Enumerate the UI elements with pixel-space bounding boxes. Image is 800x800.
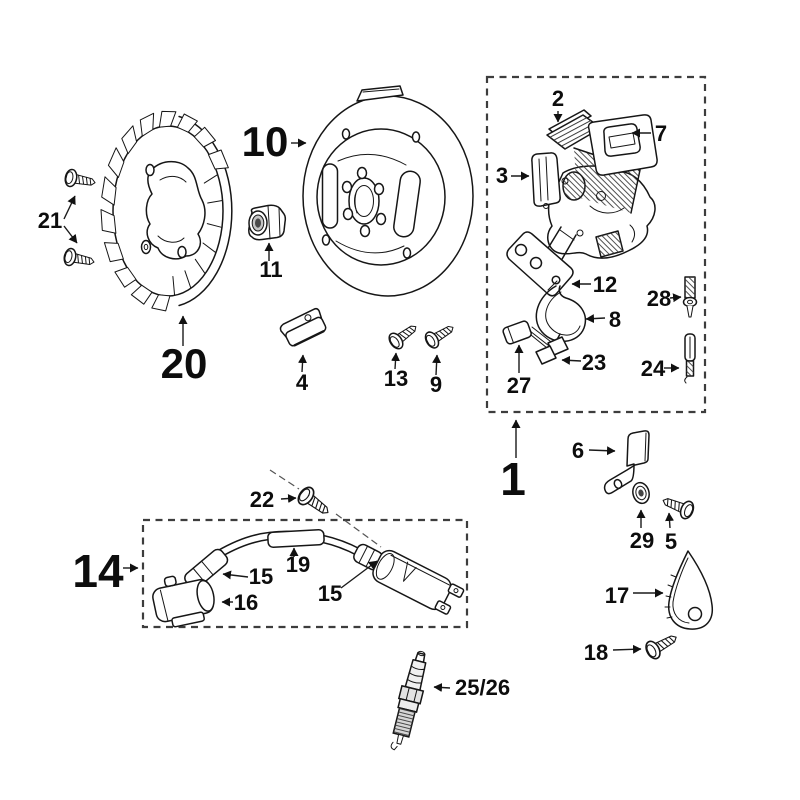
leader-4 — [298, 354, 308, 373]
fan-screw-upper — [63, 167, 98, 192]
leader-22 — [280, 494, 297, 504]
leader-28 — [669, 293, 682, 303]
screw-18-drawing — [642, 628, 682, 662]
part-label-screw-5: 5 — [665, 529, 677, 554]
fan-screws-drawing — [61, 167, 98, 272]
cable-boot-left-drawing — [184, 548, 229, 590]
ignition-coil-drawing — [353, 543, 465, 615]
bracket-drawing — [603, 430, 650, 495]
leader-9 — [432, 354, 442, 376]
cable-assembly-drawing — [152, 469, 465, 628]
part-label-coil-core: 2 — [552, 86, 564, 111]
leader-15-left — [222, 570, 249, 580]
pin-drawing — [684, 333, 696, 384]
part-label-mount-plate: 17 — [605, 583, 629, 608]
screw-22-drawing — [294, 483, 335, 522]
plug-cap-drawing — [152, 575, 215, 628]
key-drawing — [279, 307, 327, 347]
cable-sleeve-drawing — [267, 529, 325, 548]
part-label-flywheel: 10 — [242, 118, 289, 165]
ignition-assembly-box — [485, 75, 707, 414]
leader-25-26 — [433, 683, 451, 692]
part-label-cable-boot-left: 15 — [249, 564, 273, 589]
part-label-fan-flywheel: 20 — [161, 340, 208, 387]
flywheel-drawing — [302, 85, 474, 297]
fan-screw-lower — [61, 246, 97, 272]
part-label-pin: 24 — [641, 356, 666, 381]
part-label-washer: 29 — [630, 528, 654, 553]
part-label-screw-18: 18 — [584, 640, 608, 665]
part-labels: 10 20 14 1 21 11 4 13 9 2 3 7 12 28 8 23… — [38, 86, 677, 700]
connector-drawing — [535, 336, 569, 365]
spark-plug-drawing — [390, 650, 427, 751]
leader-15-right — [340, 560, 378, 589]
leader-13 — [391, 352, 400, 370]
part-label-key: 4 — [296, 370, 309, 395]
fan-flywheel-drawing — [100, 110, 233, 312]
coil-core-drawing — [546, 109, 602, 150]
part-label-plug-cap: 16 — [234, 590, 258, 615]
part-label-cable-assembly: 14 — [72, 545, 124, 597]
support-plate-drawing — [506, 231, 574, 297]
stator-plate-drawing — [531, 152, 561, 209]
fan-blades — [100, 110, 229, 312]
stator-assembly-drawing — [502, 109, 658, 365]
leader-21a — [63, 195, 76, 220]
leader-21b — [63, 225, 78, 244]
leader-6 — [588, 446, 616, 456]
part-label-screw-9: 9 — [430, 372, 442, 397]
leader-8 — [585, 314, 606, 324]
part-label-bracket: 6 — [572, 438, 584, 463]
cdi-module-drawing — [587, 114, 658, 176]
nut-drawing — [248, 204, 287, 241]
part-label-screw-22: 22 — [250, 487, 274, 512]
terminal-drawing — [502, 320, 532, 345]
leader-5 — [665, 512, 675, 529]
screw-5-drawing — [658, 491, 697, 522]
fan-rim-spokes — [172, 174, 223, 296]
washer-drawing — [632, 481, 650, 505]
part-label-nut: 11 — [259, 257, 282, 282]
part-label-wire-harness: 8 — [609, 307, 621, 332]
part-label-ignition-assembly: 1 — [500, 453, 526, 505]
part-label-cdi-module: 7 — [655, 121, 667, 146]
mount-plate-drawing — [664, 550, 714, 630]
cable-assembly-box — [141, 518, 469, 629]
screw-9-drawing — [422, 319, 459, 352]
part-label-fan-screws: 21 — [38, 208, 62, 233]
part-label-stator-plate: 3 — [496, 163, 508, 188]
leader-lines — [63, 111, 682, 692]
leader-23 — [561, 355, 582, 365]
part-label-spark-plug: 25/26 — [455, 675, 510, 700]
part-label-support-plate: 12 — [593, 272, 617, 297]
part-label-connector: 23 — [582, 350, 606, 375]
part-label-screw-13: 13 — [384, 366, 408, 391]
part-label-terminal: 27 — [507, 373, 531, 398]
part-label-cable-sleeve: 19 — [286, 552, 310, 577]
leader-18 — [612, 644, 642, 654]
spring-screw-drawing — [682, 276, 698, 318]
screw-13-drawing — [385, 318, 422, 352]
part-label-cable-boot-right: 15 — [318, 581, 342, 606]
part-label-spring-screw: 28 — [647, 286, 671, 311]
